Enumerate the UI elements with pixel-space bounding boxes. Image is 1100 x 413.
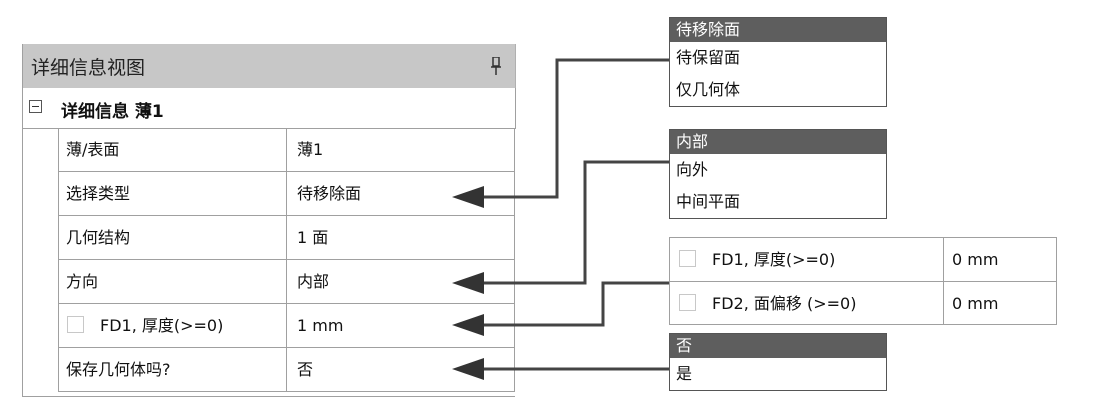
arrow-left-icon: [452, 314, 484, 336]
panel-title: 详细信息视图: [31, 57, 146, 79]
property-row-direction[interactable]: 方向 内部: [58, 260, 515, 304]
dropdown-option[interactable]: 仅几何体: [676, 80, 741, 99]
parameter-row[interactable]: FD2, 面偏移 (>=0) 0 mm: [670, 281, 1056, 325]
direction-value[interactable]: 内部: [297, 272, 330, 291]
property-value[interactable]: 薄1: [297, 140, 324, 159]
parameter-checkbox[interactable]: [67, 316, 84, 333]
parameter-value[interactable]: 0 mm: [952, 250, 999, 269]
pin-icon[interactable]: [491, 57, 501, 75]
selection-type-dropdown: 待移除面 待保留面 仅几何体: [669, 17, 887, 107]
thickness-parameter-table: FD1, 厚度(>=0) 0 mm FD2, 面偏移 (>=0) 0 mm: [669, 237, 1057, 325]
selection-type-value[interactable]: 待移除面: [297, 184, 362, 203]
property-name: 选择类型: [59, 172, 287, 215]
geometry-value[interactable]: 1 面: [297, 228, 329, 247]
save-geometry-dropdown: 否 是: [669, 333, 887, 391]
details-group-header: 详细信息 薄1: [23, 88, 516, 129]
property-row-geometry[interactable]: 几何结构 1 面: [58, 216, 515, 260]
property-name: 几何结构: [59, 216, 287, 259]
collapse-toggle-icon[interactable]: [29, 100, 42, 113]
parameter-row[interactable]: FD1, 厚度(>=0) 0 mm: [670, 238, 1056, 281]
arrow-left-icon: [452, 272, 484, 294]
thickness-label: FD1, 厚度(>=0): [100, 316, 224, 335]
parameter-value[interactable]: 0 mm: [952, 294, 999, 313]
property-row-thin-surface[interactable]: 薄/表面 薄1: [58, 128, 515, 172]
property-name: 方向: [59, 260, 287, 303]
parameter-name: FD2, 面偏移 (>=0): [670, 282, 944, 325]
dropdown-option[interactable]: 中间平面: [676, 192, 741, 211]
parameter-label: FD2, 面偏移 (>=0): [712, 294, 857, 313]
thickness-value[interactable]: 1 mm: [297, 316, 344, 335]
direction-dropdown: 内部 向外 中间平面: [669, 129, 887, 219]
arrow-left-icon: [452, 186, 484, 208]
property-row-selection-type[interactable]: 选择类型 待移除面: [58, 172, 515, 216]
property-row-save-geometry[interactable]: 保存几何体吗? 否: [58, 348, 515, 392]
property-name: FD1, 厚度(>=0): [59, 304, 287, 347]
parameter-checkbox[interactable]: [679, 250, 696, 267]
parameter-name: FD1, 厚度(>=0): [670, 238, 944, 281]
panel-header: 详细信息视图: [23, 44, 516, 88]
save-geometry-value[interactable]: 否: [297, 360, 314, 379]
property-name: 保存几何体吗?: [59, 348, 287, 391]
details-view-panel: 详细信息视图 详细信息 薄1 薄/表面 薄1 选择类型 待移除面 几何结构 1 …: [22, 44, 516, 397]
connector-line: [478, 160, 669, 285]
property-name: 薄/表面: [59, 128, 287, 171]
dropdown-option-selected[interactable]: 否: [670, 334, 886, 358]
dropdown-option-selected[interactable]: 待移除面: [670, 18, 886, 42]
group-title: 详细信息 薄1: [61, 102, 164, 122]
parameter-checkbox[interactable]: [679, 294, 696, 311]
parameter-label: FD1, 厚度(>=0): [712, 250, 836, 269]
connector-line: [478, 58, 669, 199]
connector-line: [478, 281, 669, 327]
dropdown-option[interactable]: 待保留面: [676, 48, 741, 67]
dropdown-option[interactable]: 是: [676, 364, 693, 383]
arrow-left-icon: [452, 358, 484, 380]
dropdown-option-selected[interactable]: 内部: [670, 130, 886, 154]
dropdown-option[interactable]: 向外: [676, 160, 709, 179]
property-row-thickness[interactable]: FD1, 厚度(>=0) 1 mm: [58, 304, 515, 348]
